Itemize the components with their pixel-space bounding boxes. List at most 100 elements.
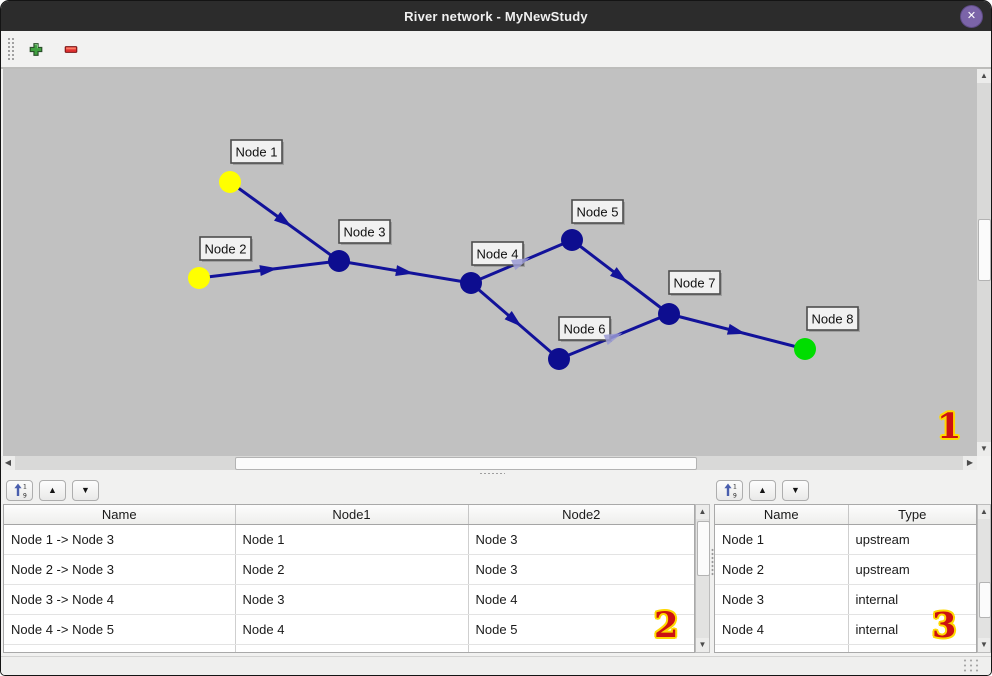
node-row-cell[interactable]: Node 4 bbox=[715, 614, 849, 645]
nodes-table-col-type[interactable]: Type bbox=[848, 505, 976, 525]
network-node[interactable] bbox=[328, 250, 350, 272]
scroll-down-button[interactable]: ▼ bbox=[696, 638, 709, 652]
node-label-box[interactable] bbox=[806, 306, 859, 331]
node-row-cell[interactable]: Node 2 bbox=[715, 554, 849, 585]
node-label-box[interactable] bbox=[558, 316, 611, 341]
reach-row-cell[interactable]: Node 3 bbox=[468, 554, 694, 585]
node-label-box[interactable] bbox=[471, 241, 524, 266]
node-row-cell[interactable]: Node 3 bbox=[715, 584, 849, 615]
horizontal-splitter[interactable] bbox=[1, 470, 991, 477]
reach-row-cell[interactable]: Node 2 -> Node 3 bbox=[4, 554, 236, 585]
network-node[interactable] bbox=[548, 348, 570, 370]
nodes-scroll-thumb[interactable] bbox=[979, 582, 991, 618]
scroll-right-button[interactable]: ▶ bbox=[963, 456, 977, 470]
scroll-down-button[interactable]: ▼ bbox=[978, 638, 990, 652]
svg-text:9: 9 bbox=[733, 492, 737, 497]
scroll-up-button[interactable]: ▲ bbox=[696, 505, 709, 519]
reaches-move-down-button[interactable]: ▼ bbox=[72, 479, 99, 501]
reach-row-cell[interactable]: Node 3 bbox=[468, 524, 694, 555]
reach-row-cell[interactable]: Node 4 bbox=[235, 614, 469, 645]
move-down-icon: ▼ bbox=[791, 484, 800, 495]
nodes-scrollbar[interactable]: ▲ ▼ bbox=[977, 504, 991, 653]
reaches-table-col-node2[interactable]: Node2 bbox=[468, 505, 694, 525]
node-label-box[interactable] bbox=[199, 236, 252, 261]
canvas-vscroll-thumb[interactable] bbox=[978, 219, 991, 281]
scroll-down-icon: ▼ bbox=[980, 640, 988, 649]
close-button[interactable]: ✕ bbox=[960, 5, 983, 28]
node-label-box[interactable] bbox=[571, 199, 624, 224]
panel-splitter[interactable] bbox=[711, 548, 715, 576]
node-row-cell[interactable]: internal bbox=[848, 614, 976, 645]
network-node[interactable] bbox=[658, 303, 680, 325]
reach-row-cell[interactable]: Node 2 bbox=[235, 554, 469, 585]
flow-arrow-icon bbox=[395, 265, 414, 276]
nodes-table-col-name[interactable]: Name bbox=[715, 505, 849, 525]
nodes-sort-button[interactable]: 1 9 bbox=[716, 479, 743, 501]
flow-arrow-faint-icon bbox=[603, 333, 623, 345]
reach-row-cell[interactable]: Node 3 -> Node 4 bbox=[4, 584, 236, 615]
move-up-icon: ▲ bbox=[48, 484, 57, 495]
reaches-table-col-node1[interactable]: Node1 bbox=[235, 505, 469, 525]
node-row-cell[interactable]: Node 1 bbox=[715, 524, 849, 555]
reach-row-cell[interactable]: Node 1 bbox=[235, 524, 469, 555]
reach-row-cell[interactable]: Node 3 bbox=[235, 584, 469, 615]
scroll-up-button[interactable]: ▲ bbox=[977, 69, 991, 83]
reaches-scroll-thumb[interactable] bbox=[697, 521, 710, 576]
titlebar[interactable]: River network - MyNewStudy ✕ bbox=[1, 1, 991, 31]
flow-arrow-faint-icon bbox=[511, 257, 530, 271]
network-node[interactable] bbox=[460, 272, 482, 294]
canvas-horizontal-scrollbar[interactable]: ◀ ▶ bbox=[1, 456, 977, 470]
nodes-move-up-button[interactable]: ▲ bbox=[749, 479, 776, 501]
canvas-hscroll-thumb[interactable] bbox=[235, 457, 697, 470]
flow-arrow-icon bbox=[504, 310, 522, 327]
reaches-scrollbar[interactable]: ▲ ▼ bbox=[695, 504, 710, 653]
reaches-table-col-name[interactable]: Name bbox=[4, 505, 236, 525]
node-row-cell[interactable]: upstream bbox=[848, 524, 976, 555]
nodes-move-down-button[interactable]: ▼ bbox=[782, 479, 809, 501]
network-node[interactable] bbox=[561, 229, 583, 251]
scroll-left-button[interactable]: ◀ bbox=[1, 456, 15, 470]
network-node[interactable] bbox=[794, 338, 816, 360]
scroll-right-icon: ▶ bbox=[966, 458, 974, 467]
reaches-sort-button[interactable]: 1 9 bbox=[6, 479, 33, 501]
move-down-icon: ▼ bbox=[81, 484, 90, 495]
scroll-up-button[interactable]: ▲ bbox=[978, 505, 990, 519]
add-node-button[interactable] bbox=[23, 36, 49, 62]
node-label: Node 7 bbox=[674, 276, 716, 291]
node-label-box[interactable] bbox=[668, 270, 721, 295]
canvas-vertical-scrollbar[interactable]: ▲ ▼ bbox=[977, 69, 991, 456]
close-icon: ✕ bbox=[966, 10, 977, 22]
node-label-box[interactable] bbox=[230, 139, 283, 164]
reaches-toolbar: 1 9 ▲ ▼ bbox=[6, 478, 99, 502]
reaches-move-up-button[interactable]: ▲ bbox=[39, 479, 66, 501]
node-row-cell[interactable]: internal bbox=[848, 584, 976, 615]
remove-node-button[interactable] bbox=[58, 36, 84, 62]
network-node[interactable] bbox=[188, 267, 210, 289]
reach-row-cell[interactable]: Node 4 -> Node 5 bbox=[4, 614, 236, 645]
node-label-box[interactable] bbox=[338, 219, 391, 244]
network-node[interactable] bbox=[219, 171, 241, 193]
flow-arrow-icon bbox=[259, 265, 278, 277]
scroll-down-button[interactable]: ▼ bbox=[977, 442, 991, 456]
resize-grip[interactable] bbox=[962, 658, 981, 673]
statusbar bbox=[1, 656, 991, 675]
reach-row-cell[interactable]: Node 5 bbox=[468, 614, 694, 645]
toolbar-drag-handle[interactable] bbox=[7, 37, 14, 61]
reach-row-cell[interactable]: Node 4 bbox=[468, 584, 694, 615]
reach-row-cell[interactable]: Node 1 -> Node 3 bbox=[4, 524, 236, 555]
svg-text:1: 1 bbox=[733, 483, 737, 490]
node-row-cell[interactable]: upstream bbox=[848, 554, 976, 585]
